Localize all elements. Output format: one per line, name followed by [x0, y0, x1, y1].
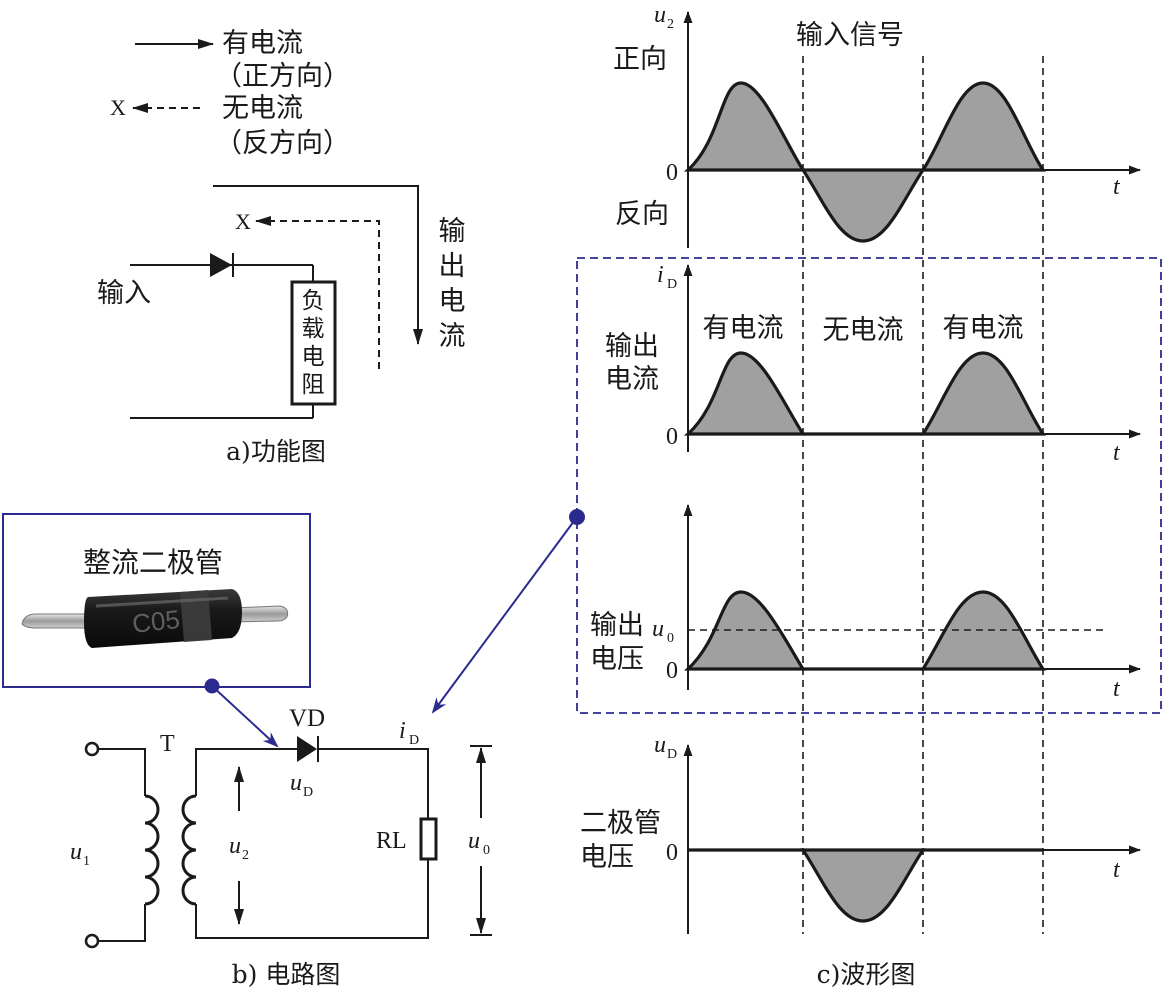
legend-no-current-direction: （反方向）: [215, 128, 350, 159]
input-zero: 0: [666, 160, 678, 186]
output-char-1: 输: [439, 216, 466, 247]
diode-voltage-label-2: 电压: [580, 842, 634, 873]
current-label-sub: D: [409, 733, 419, 748]
primary-coil-icon: [144, 794, 160, 906]
output-current-label-2: 电流: [605, 364, 659, 395]
diode-photo: 整流二极管 C05: [2, 513, 311, 748]
load-char-3: 电: [302, 344, 325, 370]
photo-title: 整流二极管: [83, 546, 223, 579]
circuit-diagram: T VD i D u D u 1 u 2 RL u 0 b) 电路图: [70, 705, 492, 989]
u1-label-sub: 1: [83, 854, 90, 869]
load-char-4: 阻: [302, 372, 325, 398]
segment-2-label: 无电流: [823, 315, 904, 346]
circuit-caption: b) 电路图: [232, 960, 341, 989]
current-y-label: i: [657, 262, 664, 288]
diode-symbol-icon: [210, 253, 232, 277]
waveform-pointer: [431, 509, 585, 714]
output-char-2: 出: [439, 251, 466, 282]
output-voltage-plot: 输出 电压 u 0 0 t: [590, 504, 1141, 702]
segment-3-label: 有电流: [943, 313, 1024, 344]
waveform-pointer-arrow: [431, 516, 578, 714]
functional-x-mark: X: [235, 209, 251, 234]
input-terminal-bottom: [84, 933, 100, 949]
load-char-1: 负: [302, 288, 325, 314]
output-highlight-box: [576, 257, 1162, 714]
diode-label: VD: [289, 705, 325, 732]
legend-current-label: 有电流: [222, 28, 303, 59]
diode-zero: 0: [666, 840, 678, 866]
waveform-panel: u 2 输入信号 正向 反向 0 t i D 输出 电流 有电流 无电流 有电流…: [576, 2, 1162, 989]
output-char-4: 流: [439, 321, 466, 352]
average-voltage-label: u: [652, 616, 664, 642]
current-label: i: [399, 718, 406, 744]
transformer-label: T: [160, 731, 175, 757]
u2-label: u: [229, 833, 241, 859]
input-t-label: t: [1113, 174, 1121, 200]
u0-label: u: [468, 828, 480, 854]
current-t-label: t: [1113, 440, 1121, 466]
diode-y-label: u: [654, 732, 666, 758]
input-y-label-sub: 2: [667, 17, 674, 32]
diode-y-label-sub: D: [667, 747, 677, 762]
functional-diagram: 负 载 电 阻 输入 X 输 出 电 流 a)功能图: [97, 185, 466, 466]
diode-marking: C05: [131, 604, 182, 639]
input-y-label: u: [654, 2, 666, 28]
output-voltage-waveform: [683, 590, 1046, 671]
input-signal-plot: u 2 输入信号 正向 反向 0 t: [613, 2, 1141, 248]
output-voltage-label-2: 电压: [590, 644, 644, 675]
output-current-waveform: [683, 351, 1046, 436]
output-current-label-1: 输出: [605, 331, 659, 362]
legend-current-direction: （正方向）: [215, 61, 350, 92]
input-signal-title: 输入信号: [796, 20, 904, 51]
diode-voltage-waveform: [800, 848, 926, 923]
reverse-current-arrow-icon: [255, 216, 380, 369]
current-zero: 0: [666, 424, 678, 450]
forward-label: 正向: [613, 44, 667, 75]
diode-voltage-label-sub: D: [303, 785, 313, 800]
diode-voltage-label-1: 二极管: [580, 808, 661, 839]
legend-x-mark: X: [110, 95, 126, 120]
diode-component-image: C05: [21, 589, 289, 648]
output-voltage-label-1: 输出: [590, 610, 644, 641]
load-char-2: 载: [302, 316, 325, 342]
functional-caption: a)功能图: [226, 437, 326, 466]
photo-pointer-arrow: [211, 685, 279, 748]
load-label: RL: [376, 828, 407, 854]
legend: 有电流 （正方向） X 无电流 （反方向）: [110, 28, 350, 159]
diode-t-label: t: [1113, 857, 1121, 883]
load-resistor-rl: [419, 817, 438, 861]
diode-vd-icon: [297, 736, 317, 762]
functional-input-label: 输入: [97, 278, 151, 309]
u1-label: u: [70, 839, 82, 865]
output-char-3: 电: [439, 286, 466, 317]
output-current-plot: i D 输出 电流 有电流 无电流 有电流 0 t: [605, 262, 1141, 466]
segment-1-label: 有电流: [703, 313, 784, 344]
u2-label-sub: 2: [242, 848, 249, 863]
voltage-t-label: t: [1113, 676, 1121, 702]
u0-label-sub: 0: [483, 843, 490, 858]
diode-voltage-label: u: [290, 770, 302, 796]
waveform-caption: c)波形图: [817, 960, 916, 989]
voltage-zero: 0: [666, 658, 678, 684]
input-waveform: [683, 81, 1046, 243]
output-current-arrow-icon: [213, 185, 423, 345]
legend-no-current-label: 无电流: [222, 93, 303, 124]
average-voltage-label-sub: 0: [667, 631, 674, 646]
current-y-label-sub: D: [667, 277, 677, 292]
reverse-label: 反向: [615, 199, 669, 230]
input-terminal-top: [84, 741, 100, 757]
secondary-coil-icon: [181, 794, 197, 906]
load-resistor: [290, 280, 337, 406]
diode-voltage-plot: u D 二极管 电压 0 t: [580, 732, 1141, 934]
